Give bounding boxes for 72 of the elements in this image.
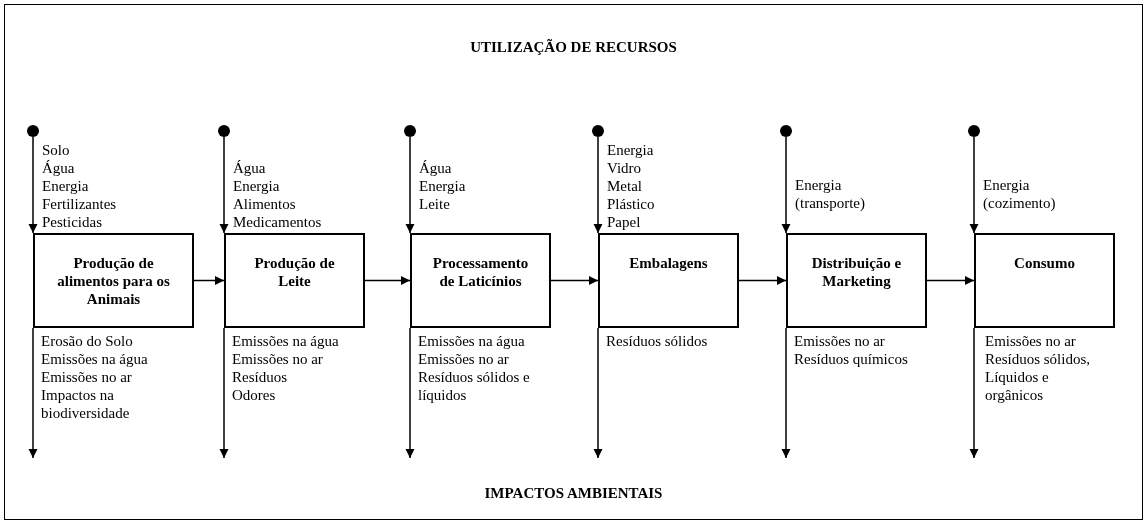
- process-title: Embalagens: [629, 254, 708, 272]
- arrow: [219, 136, 229, 234]
- resource-text: Metal: [607, 177, 642, 195]
- resource-text: Energia: [42, 177, 89, 195]
- impact-text: Emissões no ar: [418, 350, 509, 368]
- process-box: [33, 233, 194, 328]
- start-dot: [780, 125, 792, 137]
- process-title: Produção de alimentos para os Animais: [57, 254, 170, 308]
- section-heading: IMPACTOS AMBIENTAIS: [484, 484, 663, 502]
- process-box: [598, 233, 739, 328]
- impact-text: Odores: [232, 386, 276, 404]
- resource-text: Medicamentos: [233, 213, 322, 231]
- resource-text: Energia: [419, 177, 466, 195]
- impact-text: Emissões no ar: [794, 332, 885, 350]
- impact-text: Emissões na água: [418, 332, 525, 350]
- process-box: [410, 233, 551, 328]
- impact-text: Emissões na água: [41, 350, 148, 368]
- impact-text: Erosão do Solo: [41, 332, 133, 350]
- arrow: [926, 276, 975, 285]
- process-title: Distribuição e Marketing: [810, 254, 903, 290]
- arrow: [193, 276, 225, 285]
- arrow: [969, 136, 979, 234]
- process-box: [786, 233, 927, 328]
- resource-text: Alimentos: [233, 195, 296, 213]
- arrow: [364, 276, 411, 285]
- resource-text: Energia (transporte): [795, 176, 866, 212]
- resource-text: Vidro: [607, 159, 642, 177]
- resource-text: Leite: [419, 195, 450, 213]
- arrow: [593, 136, 603, 234]
- diagram-title: UTILIZAÇÃO DE RECURSOS: [470, 38, 677, 56]
- impact-text: Emissões na água: [232, 332, 339, 350]
- arrow: [28, 136, 38, 234]
- impact-text: Resíduos sólidos e líquidos: [418, 368, 531, 404]
- resource-text: Fertilizantes: [42, 195, 117, 213]
- impact-text: Emissões no ar: [985, 332, 1076, 350]
- process-box: [974, 233, 1115, 328]
- arrow: [405, 327, 415, 459]
- process-title: Consumo: [1014, 254, 1075, 272]
- start-dot: [27, 125, 39, 137]
- resource-text: Energia (cozimento): [983, 176, 1057, 212]
- resource-text: Energia: [233, 177, 280, 195]
- impact-text: Emissões no ar: [41, 368, 132, 386]
- impact-text: Resíduos: [232, 368, 287, 386]
- resource-text: Papel: [607, 213, 641, 231]
- impact-text: Resíduos sólidos: [606, 332, 708, 350]
- start-dot: [404, 125, 416, 137]
- process-title: Processamento de Laticínios: [431, 254, 530, 290]
- arrow: [738, 276, 787, 285]
- arrow: [969, 327, 979, 459]
- resource-text: Pesticidas: [42, 213, 102, 231]
- arrow: [781, 327, 791, 459]
- impact-text: Impactos na biodiversidade: [41, 386, 131, 422]
- resource-text: Energia: [607, 141, 654, 159]
- arrow: [550, 276, 599, 285]
- resource-text: Água: [419, 159, 452, 177]
- impact-text: Resíduos químicos: [794, 350, 908, 368]
- process-title: Produção de Leite: [253, 254, 336, 290]
- resource-text: Água: [42, 159, 75, 177]
- arrow: [219, 327, 229, 459]
- start-dot: [968, 125, 980, 137]
- impact-text: Resíduos sólidos, Líquidos e orgânicos: [985, 350, 1091, 404]
- arrow: [593, 327, 603, 459]
- start-dot: [592, 125, 604, 137]
- start-dot: [218, 125, 230, 137]
- resource-text: Solo: [42, 141, 70, 159]
- resource-text: Água: [233, 159, 266, 177]
- impact-text: Emissões no ar: [232, 350, 323, 368]
- arrow: [28, 327, 38, 459]
- arrow: [781, 136, 791, 234]
- arrow: [405, 136, 415, 234]
- resource-text: Plástico: [607, 195, 655, 213]
- process-box: [224, 233, 365, 328]
